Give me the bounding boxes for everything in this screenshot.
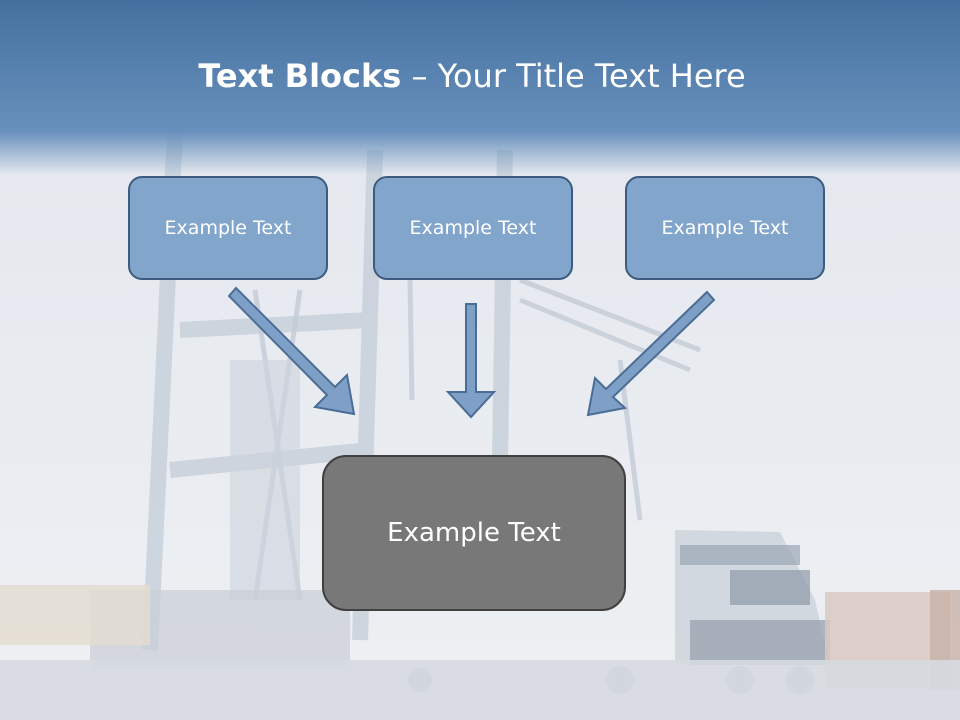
title-rest-part: – Your Title Text Here xyxy=(401,57,746,95)
arrow-down-icon xyxy=(445,303,497,419)
slide-title: Text Blocks – Your Title Text Here xyxy=(0,52,944,100)
text-block-2[interactable]: Example Text xyxy=(373,176,573,280)
text-block-1[interactable]: Example Text xyxy=(128,176,328,280)
title-bold-part: Text Blocks xyxy=(198,57,402,95)
arrow-down-right-icon xyxy=(227,286,356,416)
arrow-down-left-icon xyxy=(586,290,716,417)
text-block-3[interactable]: Example Text xyxy=(625,176,825,280)
main-text-block[interactable]: Example Text xyxy=(322,455,626,611)
